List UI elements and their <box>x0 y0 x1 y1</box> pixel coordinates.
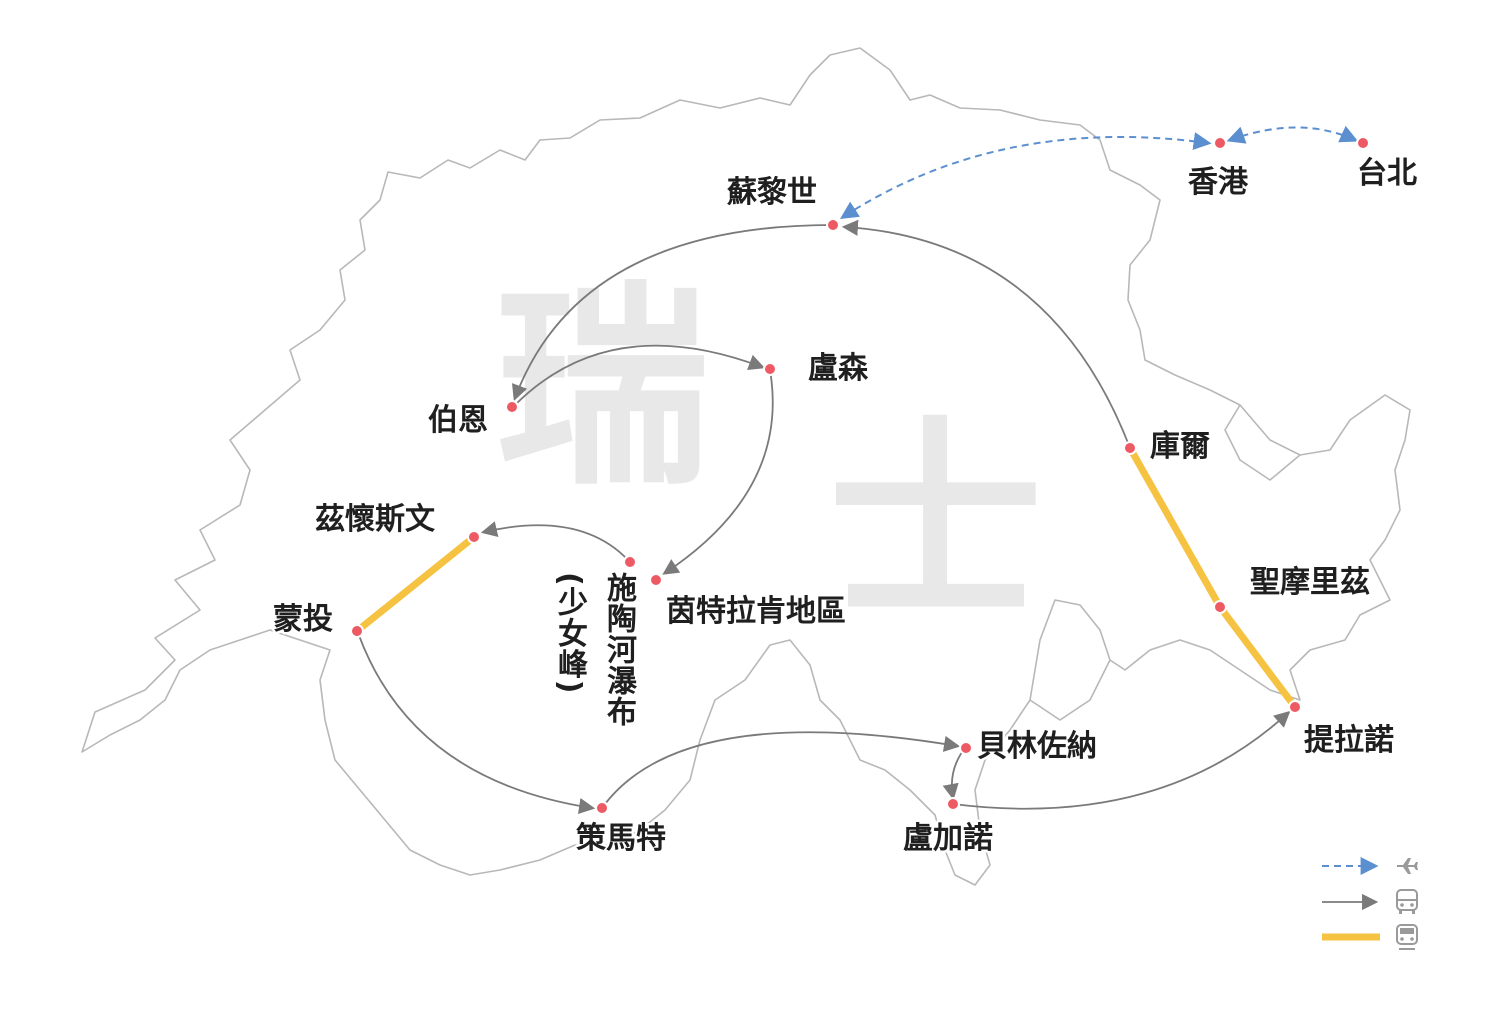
city-label-hongkong: 香港 <box>1188 165 1249 200</box>
city-dot-zweisimmen[interactable] <box>467 530 481 544</box>
city-label-zweisimmen: 茲懷斯文 <box>315 502 435 537</box>
city-label-bern: 伯恩 <box>428 403 488 438</box>
bus-route-staubbach-zweisimmen <box>480 521 629 561</box>
watermark-char-1: 瑞 <box>495 263 710 514</box>
city-label-zermatt: 策馬特 <box>576 821 666 856</box>
city-dot-zurich[interactable] <box>826 218 840 232</box>
city-label-staubbach: 施陶河瀑布 <box>601 572 636 727</box>
bus-route-lugano-tirano <box>952 710 1291 810</box>
city-label-montreux: 蒙投 <box>273 602 333 637</box>
city-dot-chur[interactable] <box>1123 441 1137 455</box>
bus-route-bellinzona-lugano <box>942 747 966 801</box>
bus-route-montreux-zermatt <box>356 629 596 815</box>
city-label-lucerne: 盧森 <box>808 351 869 386</box>
watermark-char-2: 士 <box>828 398 1043 649</box>
canton-border <box>1224 404 1301 481</box>
city-label-taipei: 台北 <box>1357 156 1417 191</box>
canton-border <box>1029 659 1111 721</box>
city-label-interlaken: 茵特拉肯地區 <box>666 594 846 629</box>
bus-route-lucerne-interlaken <box>662 369 774 575</box>
city-dot-zermatt[interactable] <box>595 801 609 815</box>
city-dot-staubbach[interactable] <box>623 555 637 569</box>
city-dot-stmoritz[interactable] <box>1213 600 1227 614</box>
city-label-bellinzona: 貝林佐納 <box>977 729 1097 764</box>
city-dot-lucerne[interactable] <box>763 362 777 376</box>
city-label-jungfrau: (少女峰) <box>552 572 587 695</box>
flight-route-hongkong-taipei <box>1226 125 1359 144</box>
city-label-tirano: 提拉諾 <box>1304 723 1394 758</box>
city-label-lugano: 盧加諾 <box>903 821 993 856</box>
bus-route-chur-zurich <box>841 219 1131 449</box>
switzerland-outline <box>81 47 1411 886</box>
city-label-zurich: 蘇黎世 <box>727 175 817 210</box>
bus-route-zurich-bern <box>511 224 834 402</box>
train-route-zweisimmen-montreux <box>354 534 477 634</box>
flight-route-zurich-hongkong <box>839 132 1212 219</box>
bus-route-zermatt-bellinzona <box>601 731 961 809</box>
city-dot-hongkong[interactable] <box>1213 136 1227 150</box>
legend <box>1322 857 1418 950</box>
city-dot-taipei[interactable] <box>1356 136 1370 150</box>
bus-icon <box>1396 889 1418 914</box>
train-icon <box>1396 924 1418 950</box>
bus-route-bern-lucerne <box>514 344 766 406</box>
city-dot-bern[interactable] <box>505 400 519 414</box>
plane-icon <box>1397 858 1418 874</box>
city-dot-tirano[interactable] <box>1288 700 1302 714</box>
city-dot-lugano[interactable] <box>946 797 960 811</box>
city-dot-bellinzona[interactable] <box>959 741 973 755</box>
city-label-chur: 庫爾 <box>1150 429 1210 464</box>
city-label-stmoritz: 聖摩里茲 <box>1250 565 1370 600</box>
city-dot-montreux[interactable] <box>350 624 364 638</box>
city-dot-interlaken[interactable] <box>649 573 663 587</box>
